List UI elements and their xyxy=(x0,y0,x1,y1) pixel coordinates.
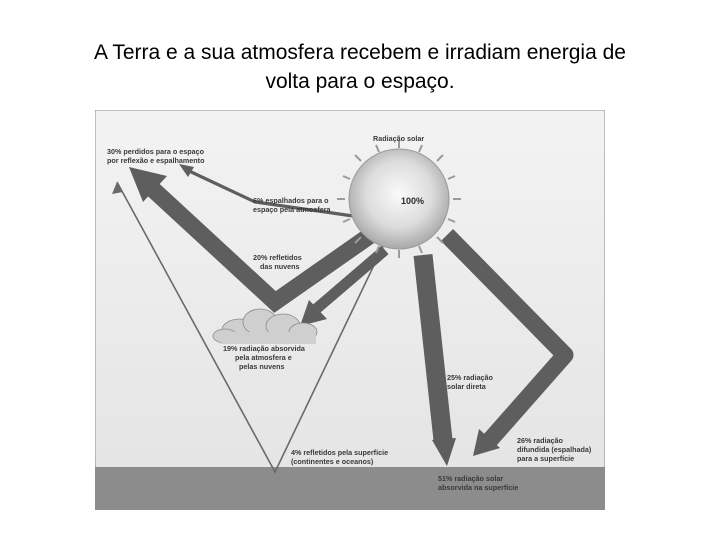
energy-balance-svg: Radiação solar 100% 30% perdidos para o … xyxy=(95,110,605,510)
atmosphere-scatter-label-2: espaço pela atmosfera xyxy=(253,205,332,214)
ground-surface xyxy=(95,467,605,510)
surface-absorption-label-2: absorvida na superfície xyxy=(438,483,518,492)
atmosphere-absorption-arrowhead xyxy=(300,300,327,326)
lost-to-space-label-1: 30% perdidos para o espaço xyxy=(107,147,205,156)
direct-radiation-arrow xyxy=(413,253,453,442)
direct-radiation-arrowhead xyxy=(432,438,456,466)
cloud-reflection-label-1: 20% refletidos xyxy=(253,253,302,262)
atmosphere-scatter-label-1: 6% espalhados para o xyxy=(253,196,329,205)
atmosphere-scatter-arrowhead xyxy=(179,164,194,177)
surface-absorption-label-1: 51% radiação solar xyxy=(438,474,503,483)
direct-radiation-label-2: solar direta xyxy=(447,382,487,391)
diffuse-radiation-label-2: difundida (espalhada) xyxy=(517,445,592,454)
diffuse-radiation-label-1: 26% radiação xyxy=(517,436,564,445)
diffuse-radiation-arrowhead xyxy=(473,429,500,456)
atmosphere-absorption-label-3: pelas nuvens xyxy=(239,362,285,371)
atmosphere-absorption-arrow xyxy=(311,245,389,315)
slide-title-line-2: volta para o espaço. xyxy=(265,70,455,93)
energy-balance-diagram: Radiação solar 100% 30% perdidos para o … xyxy=(95,110,605,510)
diffuse-radiation-label-3: para a superfície xyxy=(517,454,574,463)
surface-reflection-line xyxy=(116,181,388,474)
cloud-reflection-arrow xyxy=(139,175,390,313)
slide-title-line-1: A Terra e a sua atmosfera recebem e irra… xyxy=(94,41,626,64)
surface-reflection-label-2: (continentes e oceanos) xyxy=(291,457,374,466)
cloud-reflection-arrowhead xyxy=(129,167,167,202)
direct-radiation-label-1: 25% radiação xyxy=(447,373,494,382)
slide-title: A Terra e a sua atmosfera recebem e irra… xyxy=(40,38,680,96)
cloud-reflection-label-2: das nuvens xyxy=(260,262,300,271)
sun-percent: 100% xyxy=(401,196,424,206)
surface-reflection-arrowhead xyxy=(112,182,123,194)
sun-label: Radiação solar xyxy=(373,134,424,143)
diffuse-radiation-arrow xyxy=(440,229,574,446)
atmosphere-absorption-label-1: 19% radiação absorvida xyxy=(223,344,306,353)
cloud-icon xyxy=(212,308,318,344)
sun-rays xyxy=(337,140,461,258)
surface-reflection-label-1: 4% refletidos pela superfície xyxy=(291,448,388,457)
lost-to-space-label-2: por reflexão e espalhamento xyxy=(107,156,205,165)
atmosphere-scatter-arrow xyxy=(186,168,368,220)
atmosphere-absorption-label-2: pela atmosfera e xyxy=(235,353,292,362)
sun-icon xyxy=(348,148,450,250)
